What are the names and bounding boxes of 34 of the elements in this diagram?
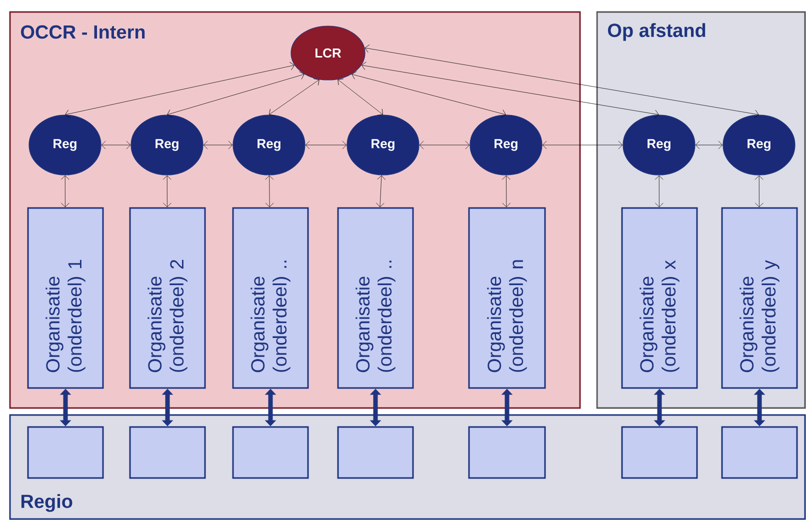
arrow bbox=[654, 175, 664, 208]
arrow bbox=[167, 71, 304, 118]
arrow bbox=[338, 78, 383, 116]
arrow bbox=[542, 140, 623, 150]
empty-box bbox=[337, 426, 414, 479]
arrow bbox=[203, 140, 233, 150]
empty-box bbox=[129, 426, 206, 479]
empty-box bbox=[232, 426, 309, 479]
arrow bbox=[376, 175, 386, 208]
organisation-box: Organisatie (onderdeel) y bbox=[721, 207, 798, 389]
arrow bbox=[754, 175, 764, 208]
arrow bbox=[60, 175, 70, 208]
empty-box bbox=[27, 426, 104, 479]
arrow bbox=[695, 140, 723, 150]
organisation-box: Organisatie (onderdeel) 1 bbox=[27, 207, 104, 389]
empty-box bbox=[721, 426, 798, 479]
organisation-box: Organisatie (onderdeel) 2 bbox=[129, 207, 206, 389]
arrow bbox=[361, 62, 659, 118]
organisation-box: Organisatie (onderdeel) .. bbox=[232, 207, 309, 389]
arrow bbox=[305, 140, 347, 150]
arrow bbox=[269, 78, 320, 116]
empty-box bbox=[468, 426, 546, 479]
organisation-box: Organisatie (onderdeel) x bbox=[621, 207, 698, 389]
arrow bbox=[419, 140, 470, 150]
empty-box bbox=[621, 426, 698, 479]
arrow bbox=[101, 140, 131, 150]
arrow bbox=[502, 175, 511, 208]
arrow bbox=[364, 44, 759, 118]
arrow bbox=[265, 175, 274, 208]
arrow bbox=[65, 62, 295, 118]
arrow bbox=[162, 175, 172, 208]
organisation-box: Organisatie (onderdeel) n bbox=[468, 207, 546, 389]
arrow bbox=[352, 71, 506, 118]
organisation-box: Organisatie (onderdeel) .. bbox=[337, 207, 414, 389]
